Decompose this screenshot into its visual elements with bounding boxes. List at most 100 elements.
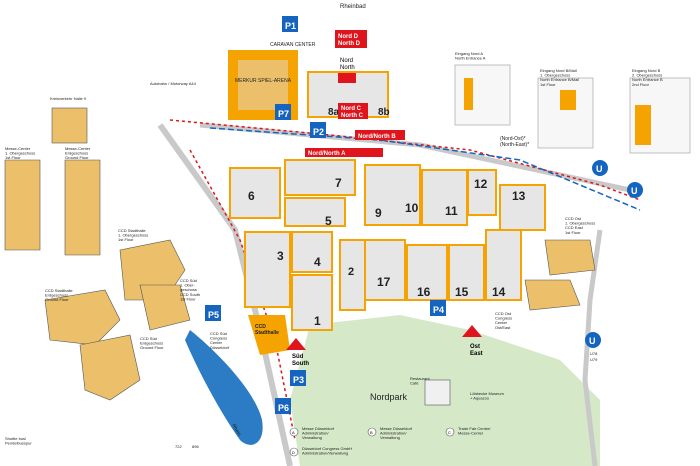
bus-number-2: 896: [192, 444, 199, 449]
ccd-ost-building: [524, 279, 581, 311]
svg-text:U: U: [596, 164, 603, 174]
hall-11-label: 11: [445, 204, 458, 218]
hall-2[interactable]: 2: [339, 239, 366, 311]
shuttle-route-south: [189, 149, 296, 441]
ccd-stadthalle-eg-plan: [44, 289, 121, 346]
entrance-nord-a[interactable]: Nord/North A: [305, 148, 383, 157]
shuttle-route: [169, 119, 641, 201]
kreisverkehr-label: Kreisverkehr Halle 9: [50, 96, 87, 101]
svg-text:D: D: [292, 450, 295, 455]
top-road-label: Rheinbad: [340, 4, 366, 10]
svg-text:P1: P1: [285, 21, 296, 31]
motorway-label: Autobahn / Motorway A44: [150, 81, 197, 86]
svg-text:B: B: [370, 430, 373, 435]
entrance-panel-a: [454, 64, 511, 126]
shuttle-label: Shuttle bus/Pendelbusspur: [5, 436, 32, 446]
ccd-stadthalle-building: [248, 315, 290, 355]
svg-text:U: U: [589, 336, 596, 346]
parking-p4[interactable]: P4: [430, 300, 446, 316]
svg-text:P2: P2: [313, 127, 324, 137]
hall-15[interactable]: 15: [448, 244, 485, 301]
parking-p2[interactable]: P2: [310, 122, 326, 138]
hall-2-label: 2: [348, 266, 354, 278]
arena-label: MERKUR SPIEL-ARENA: [235, 78, 292, 84]
hall-14-label: 14: [492, 285, 506, 299]
svg-text:U: U: [631, 186, 638, 196]
bus-number-4: U79: [590, 357, 598, 362]
caravan-center-label: CARAVAN CENTER: [270, 42, 316, 48]
ccd-sued-eg-plan: [79, 334, 141, 401]
hall-3[interactable]: 3: [244, 231, 291, 308]
svg-text:C: C: [448, 430, 451, 435]
river-rhein: [185, 330, 263, 445]
museum-building: [424, 379, 451, 406]
svg-text:Nord/North A: Nord/North A: [308, 151, 346, 157]
metro-route: [209, 127, 641, 211]
hall-5-label: 5: [325, 214, 332, 228]
entrance-nord-b[interactable]: Nord/North B: [355, 130, 405, 140]
hall-12[interactable]: 12: [467, 169, 497, 216]
hall-9-10[interactable]: 9 10: [364, 164, 421, 226]
parking-p3[interactable]: P3: [290, 370, 306, 386]
hall-8a-label: 8a: [328, 107, 340, 118]
hall-4[interactable]: 4: [291, 231, 333, 273]
svg-text:P3: P3: [293, 375, 304, 385]
hall-1[interactable]: 1: [291, 274, 333, 331]
svg-text:P6: P6: [278, 403, 289, 413]
hall-7-label: 7: [335, 176, 342, 190]
museum-label: Löbbecke Museum+ Aquazoo: [470, 391, 504, 401]
hall-16-label: 16: [417, 285, 431, 299]
hall-13[interactable]: 13: [499, 184, 546, 231]
entrance-nord-ost-label: (Nord-Ost)*(North-East)*: [500, 136, 529, 148]
hall-17[interactable]: 17: [364, 239, 406, 301]
svg-text:P4: P4: [433, 305, 444, 315]
hall-1-label: 1: [314, 314, 321, 328]
messe-center-eg-plan: [64, 159, 101, 256]
hall-5[interactable]: 5: [284, 197, 346, 228]
hall-13-label: 13: [512, 189, 526, 203]
bus-number-1: 722: [175, 444, 182, 449]
hall-17-label: 17: [377, 275, 391, 289]
ccd-sued-plan: [139, 284, 191, 331]
parking-p6[interactable]: P6: [275, 398, 291, 414]
parking-p7[interactable]: P7: [275, 104, 291, 120]
parking-p5[interactable]: P5: [205, 305, 221, 321]
hall-11[interactable]: 11: [421, 169, 468, 226]
hall-6[interactable]: 6: [229, 167, 281, 219]
hall-9-label: 9: [375, 206, 382, 220]
hall-14[interactable]: 14: [485, 229, 522, 301]
hall-7[interactable]: 7: [284, 159, 356, 196]
hall-4-label: 4: [314, 255, 321, 269]
hall-16[interactable]: 16: [406, 244, 448, 301]
hall-12-label: 12: [474, 177, 488, 191]
hall-6-label: 6: [248, 189, 255, 203]
parking-p1[interactable]: P1: [282, 16, 298, 32]
hall-3-label: 3: [277, 249, 284, 263]
metro-icon-3: U: [585, 332, 601, 348]
